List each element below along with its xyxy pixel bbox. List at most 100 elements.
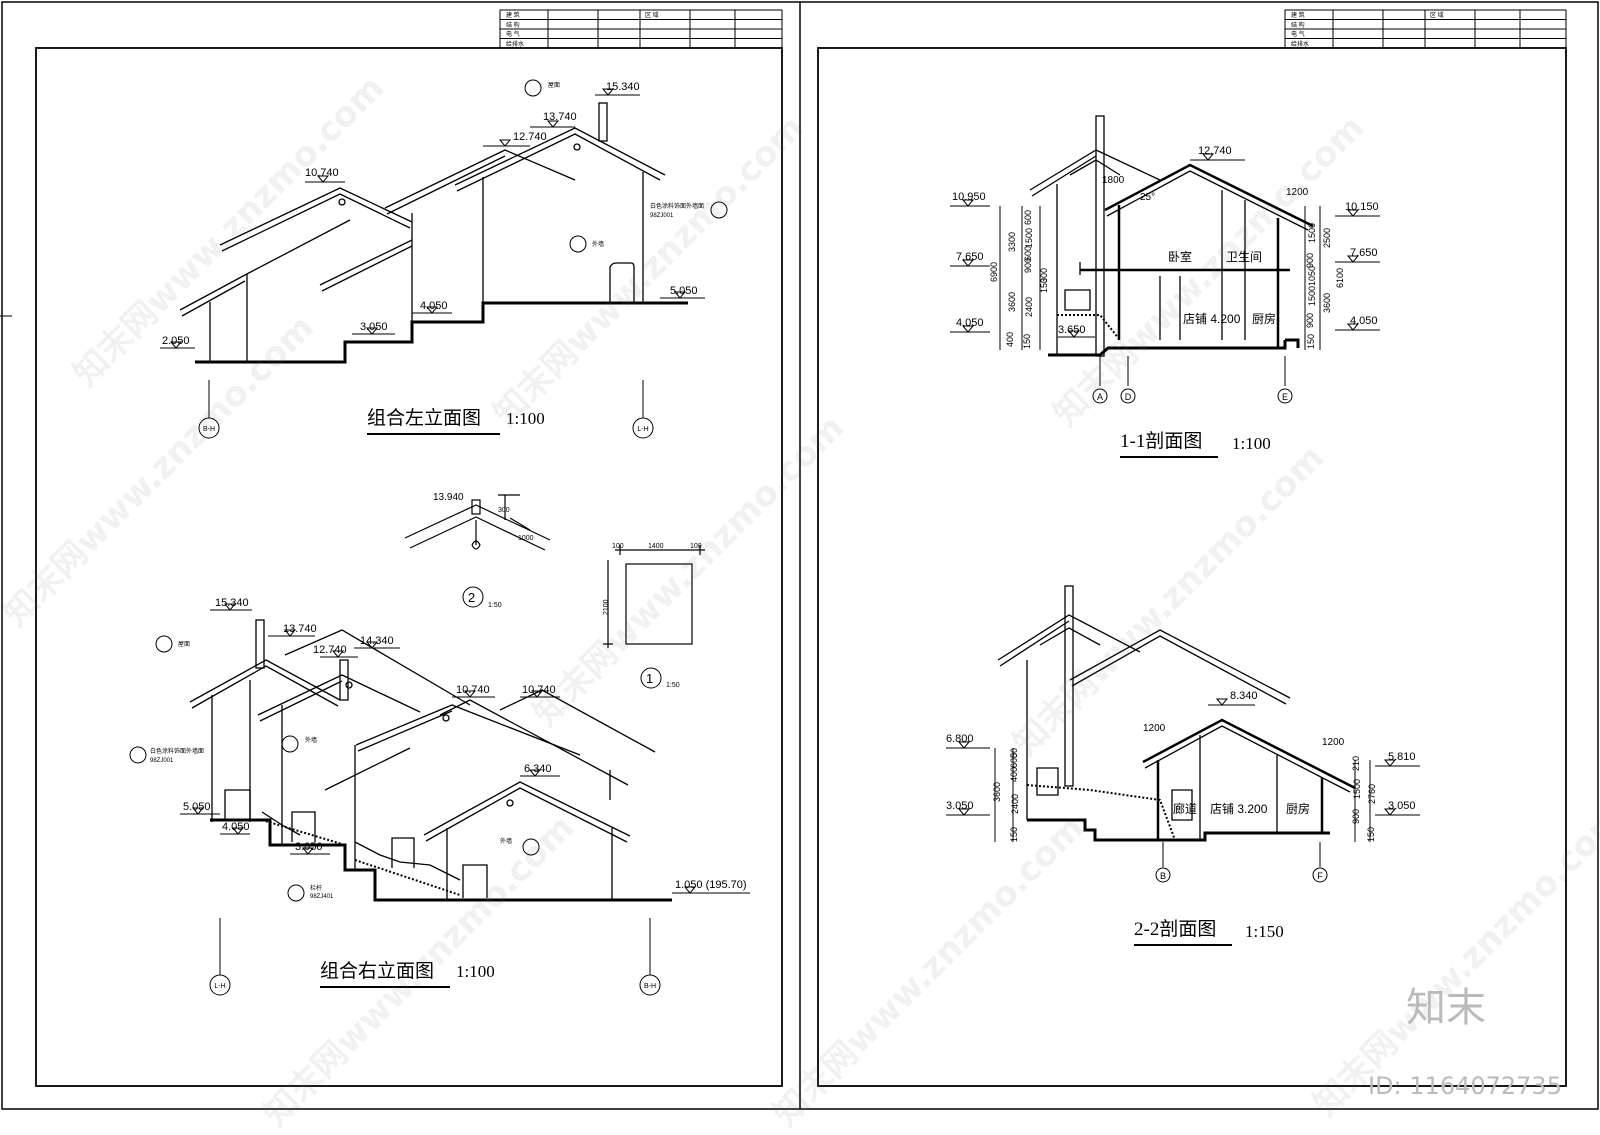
d2-dim-a: 300: [498, 507, 510, 514]
s11-dim-l1: 3300: [1007, 232, 1017, 252]
tb-row-2: 结 构: [506, 21, 520, 29]
s11-level-4050-r: 4.050: [1350, 315, 1378, 327]
s11-axis-e-marker: [1277, 388, 1293, 404]
s22-level-6800: 6.800: [946, 733, 974, 745]
d2-level: 13.940: [433, 492, 464, 503]
s22-dim-l4: 3600: [992, 782, 1002, 802]
brand-logo: 知末: [1406, 985, 1486, 1031]
s11-dim-top: 1200: [1286, 187, 1309, 198]
s22-dim-l2: 400: [1009, 767, 1019, 782]
s22-dim-l5: 2400: [1010, 794, 1020, 814]
s11-dim-i6: 150: [1039, 278, 1049, 293]
s11-dim-l4: 400: [1005, 332, 1015, 347]
re-scale: 1:100: [456, 962, 495, 981]
tb2-row-1: 建 筑: [1291, 11, 1305, 19]
le-level-5050: 5.050: [670, 285, 698, 297]
le-title: 组合左立面图: [367, 407, 481, 429]
le-level-3050: 3.050: [360, 321, 388, 333]
re-level-12740: 12.740: [313, 644, 347, 656]
s22-room-kitchen: 厨房: [1286, 801, 1310, 816]
s22-dim-r4: 900: [1351, 809, 1361, 824]
d2-scale: 1:50: [488, 602, 502, 609]
s11-angle: 25°: [1140, 192, 1155, 203]
le-note-roof: 屋面: [548, 82, 560, 89]
re-note-rail-code: 98ZJ401: [310, 894, 334, 900]
tb2-row-3: 电 气: [1291, 30, 1305, 38]
le-note-wall: 外墙: [592, 240, 604, 248]
s11-dim-r3: 900: [1305, 253, 1315, 268]
re-level-4050: 4.050: [222, 821, 250, 833]
d1-dim-top-2: 1400: [648, 543, 664, 550]
s11-room-shop: 店铺 4.200: [1183, 312, 1241, 326]
s11-axis-e: E: [1282, 392, 1288, 402]
s11-dim-i2: 1500: [1024, 228, 1034, 248]
s22-room-shop: 店铺 3.200: [1210, 802, 1268, 816]
s11-dim-r6: 900: [1305, 313, 1315, 328]
s11-dim-ridge: 1800: [1102, 175, 1125, 186]
s11-level-7650: 7.650: [956, 251, 984, 263]
s22-axis-b-marker: [1155, 867, 1171, 883]
s11-dim-r7: 3600: [1322, 293, 1332, 313]
re-note-finish: 白色涂料饰面外墙面: [150, 747, 204, 755]
left-frame: [35, 47, 783, 1087]
s22-level-3050: 3.050: [946, 800, 974, 812]
re-axis-left-marker: [209, 974, 231, 996]
s11-level-3650: 3.650: [1058, 324, 1086, 336]
s22-dim-r1: 210: [1351, 756, 1361, 771]
s22-title: 2-2剖面图: [1134, 918, 1216, 940]
le-level-15340: 15.340: [606, 81, 640, 93]
s11-dim-i8: 150: [1022, 334, 1032, 349]
re-level-3050: 3.050: [295, 841, 323, 853]
le-level-4050: 4.050: [420, 300, 448, 312]
s11-dim-r2: 2500: [1322, 228, 1332, 248]
d1-dim-top-1: 100: [612, 543, 624, 550]
le-axis-right-label: L-H: [637, 426, 648, 433]
s11-dim-r4: 1050: [1307, 266, 1317, 286]
s22-axis-f: F: [1317, 871, 1323, 881]
detail-2-marker: [462, 586, 484, 608]
s11-room-bathroom: 卫生间: [1226, 250, 1262, 264]
s11-scale: 1:100: [1232, 434, 1271, 453]
re-stairs-hatch: [212, 819, 461, 896]
re-note-wall: 外墙: [305, 736, 317, 744]
s11-dim-r9: 150: [1306, 334, 1316, 349]
s22-dim-r3: 2760: [1367, 784, 1377, 804]
tb-col-label: 区 域: [645, 11, 659, 19]
re-level-14340: 14.340: [360, 635, 394, 647]
d2-dim-b: 1000: [518, 535, 534, 542]
detail-1-marker: [640, 667, 662, 689]
s22-dim-r5: 150: [1366, 827, 1376, 842]
s11-axis-a-marker: [1092, 388, 1108, 404]
s11-dim-i4: 900: [1023, 258, 1033, 273]
le-level-10740: 10.740: [305, 167, 339, 179]
re-level-1050: 1.050 (195.70): [675, 879, 747, 891]
le-scale: 1:100: [506, 409, 545, 428]
re-note-code: 98ZJ001: [150, 758, 174, 764]
d1-dim-top-3: 100: [690, 543, 702, 550]
s22-dim-l6: 150: [1009, 827, 1019, 842]
section-1-1-drawing: [1029, 115, 1314, 357]
d1-scale: 1:50: [666, 682, 680, 689]
s22-dim-a: 1200: [1143, 723, 1166, 734]
right-frame: [817, 47, 1567, 1087]
s11-dim-r1: 1500: [1307, 223, 1317, 243]
re-note-roof: 屋面: [178, 641, 190, 648]
tb-row-4: 给排水: [506, 40, 524, 48]
s11-level-7650-r: 7.650: [1350, 247, 1378, 259]
s11-dim-r5: 1500: [1307, 286, 1317, 306]
s22-level-5810: 5.810: [1388, 751, 1416, 763]
s11-room-kitchen: 厨房: [1252, 311, 1276, 326]
tb2-row-2: 结 构: [1291, 21, 1305, 29]
s22-room-corridor: 廊道: [1173, 801, 1197, 816]
s11-level-12740: 12.740: [1198, 145, 1232, 157]
s11-level-10950: 10.950: [952, 191, 986, 203]
s22-axis-b: B: [1160, 871, 1166, 881]
detail-1-drawing: [603, 545, 705, 648]
section-2-2-drawing: [997, 585, 1356, 842]
le-axis-left-label: B-H: [203, 426, 215, 433]
re-level-13740: 13.740: [283, 623, 317, 635]
title-block-left: [499, 9, 783, 49]
s11-axis-d-marker: [1120, 388, 1136, 404]
d1-marker-label: 1: [646, 671, 653, 686]
